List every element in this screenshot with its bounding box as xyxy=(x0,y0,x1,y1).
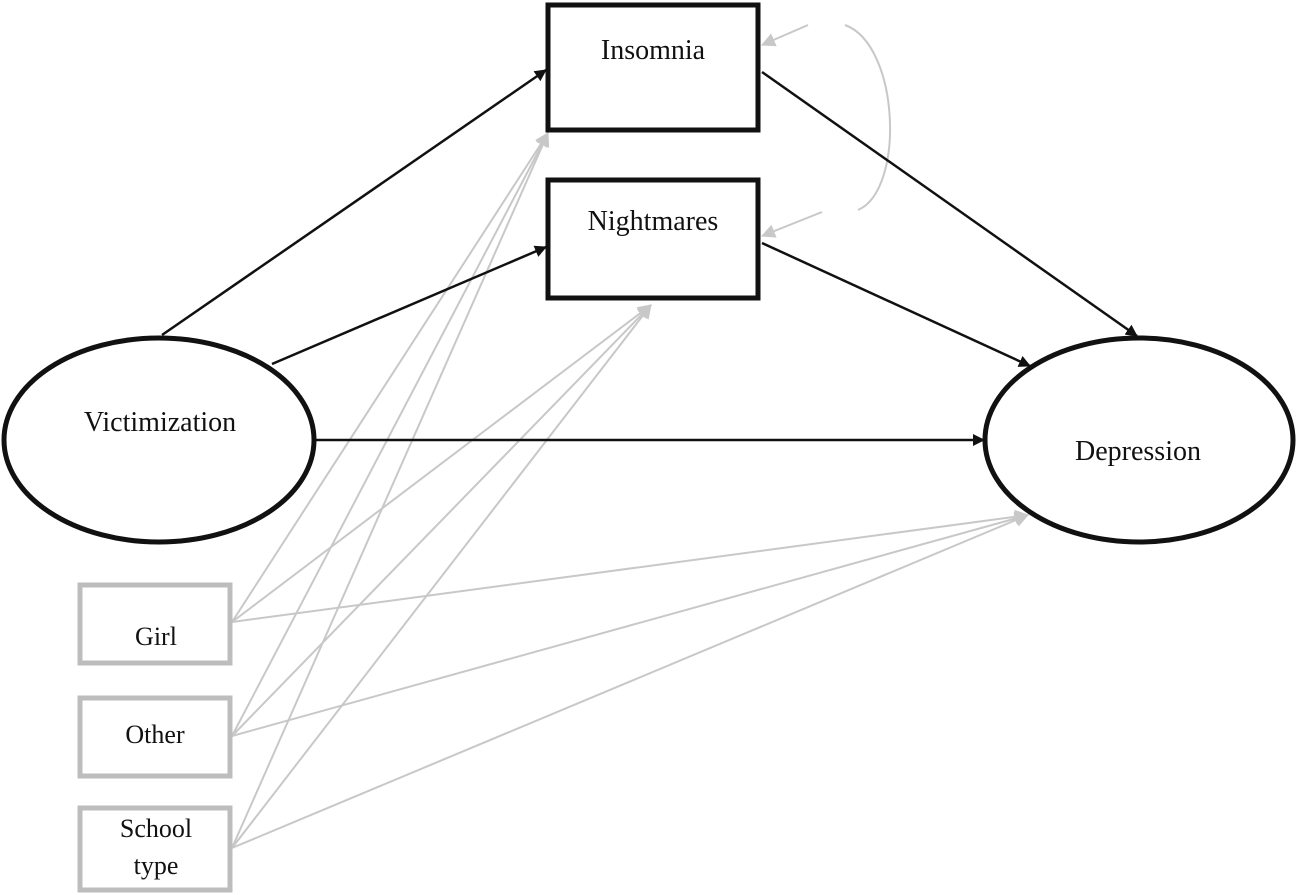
depression-ellipse xyxy=(982,335,1296,545)
path-victimization-to-nightmares xyxy=(271,245,547,366)
covariate-paths xyxy=(231,24,1029,849)
other-label: Other xyxy=(125,720,185,749)
covariance-insomnia-nightmares xyxy=(844,24,891,211)
victimization-ellipse xyxy=(1,335,317,545)
path-school-type-to-insomnia xyxy=(231,132,550,849)
other-box xyxy=(77,695,233,779)
school-type-box xyxy=(77,805,233,893)
girl-label: Girl xyxy=(135,622,177,651)
covariance-arrow-to-nightmares xyxy=(761,211,823,238)
path-other-to-insomnia xyxy=(231,132,549,737)
path-other-to-nightmares xyxy=(231,304,652,737)
path-girl-to-insomnia xyxy=(231,132,549,623)
path-girl-to-nightmares xyxy=(231,304,652,623)
insomnia-label: Insomnia xyxy=(600,35,706,66)
path-school-type-to-depression xyxy=(231,513,1029,849)
school-type-label-line1: School xyxy=(119,814,193,843)
victimization-label: Victimization xyxy=(83,407,237,438)
insomnia-box xyxy=(545,2,761,133)
path-insomnia-to-depression xyxy=(761,70,1138,338)
school-type-label-line2: type xyxy=(133,851,179,880)
path-girl-to-depression xyxy=(231,509,1029,623)
girl-box xyxy=(77,582,233,666)
path-nightmares-to-depression xyxy=(761,241,1031,368)
path-school-type-to-nightmares xyxy=(231,304,652,849)
nightmares-label: Nightmares xyxy=(587,206,719,237)
path-victimization-to-insomnia xyxy=(161,68,547,337)
covariance-arrow-to-insomnia xyxy=(761,24,809,47)
depression-label: Depression xyxy=(1075,436,1201,467)
path-other-to-depression xyxy=(231,511,1029,737)
nightmares-box xyxy=(545,177,761,301)
main-paths xyxy=(161,68,1138,446)
